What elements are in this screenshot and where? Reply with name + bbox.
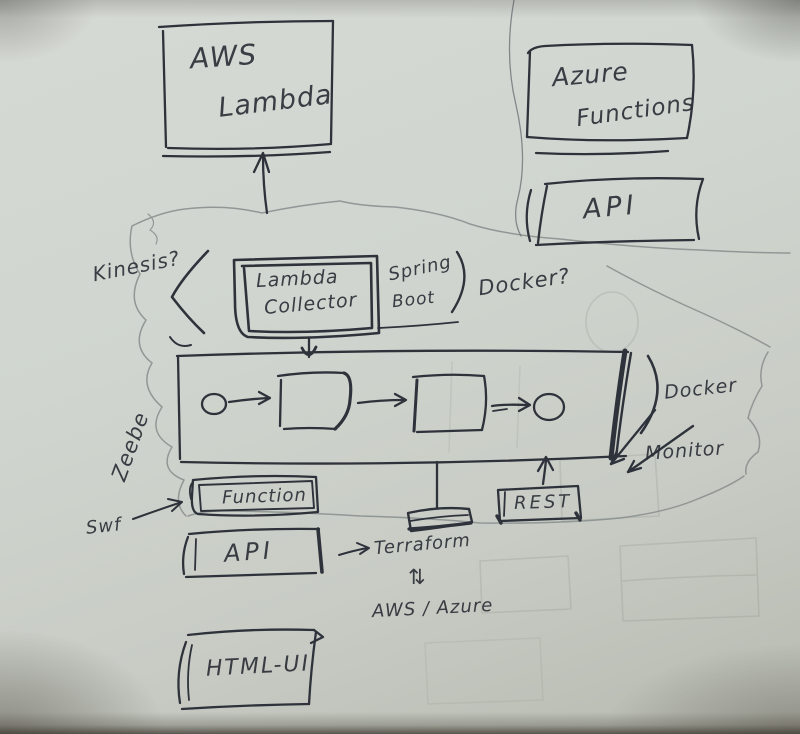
arrow-to-aws-lambda (252, 151, 271, 215)
pipeline-arrow-3 (490, 396, 532, 413)
aws-lambda-label-line1: AWS (188, 37, 259, 76)
stray-wavy-line (508, 0, 524, 237)
pipeline-arrow-2 (356, 392, 408, 408)
updown-arrow-symbol: ⇅ (408, 565, 427, 589)
cloud-outline (129, 200, 791, 524)
arrow-api-to-terraform (338, 542, 370, 556)
bleed-through-ghosts (424, 291, 760, 705)
function-label: Function (221, 484, 308, 509)
pipeline-end-circle (532, 392, 566, 422)
rest-label: REST (513, 490, 573, 515)
docker-bracket (639, 354, 659, 435)
arrow-collector-to-pipeline (300, 336, 318, 359)
swf-label: Swf (84, 514, 123, 539)
spring-boot-bracket (450, 250, 466, 314)
api-bottom-label: API (223, 536, 275, 568)
arrow-swf-to-function (132, 498, 183, 520)
pipeline-arrow-1 (227, 390, 272, 406)
arrow-rest-to-pipeline (536, 455, 555, 486)
api-top-label: API (581, 189, 639, 226)
pipeline-start-circle (200, 392, 228, 416)
pipeline-task-box-1 (276, 371, 353, 431)
lambda-collector-label-line1: Lambda (255, 265, 340, 293)
